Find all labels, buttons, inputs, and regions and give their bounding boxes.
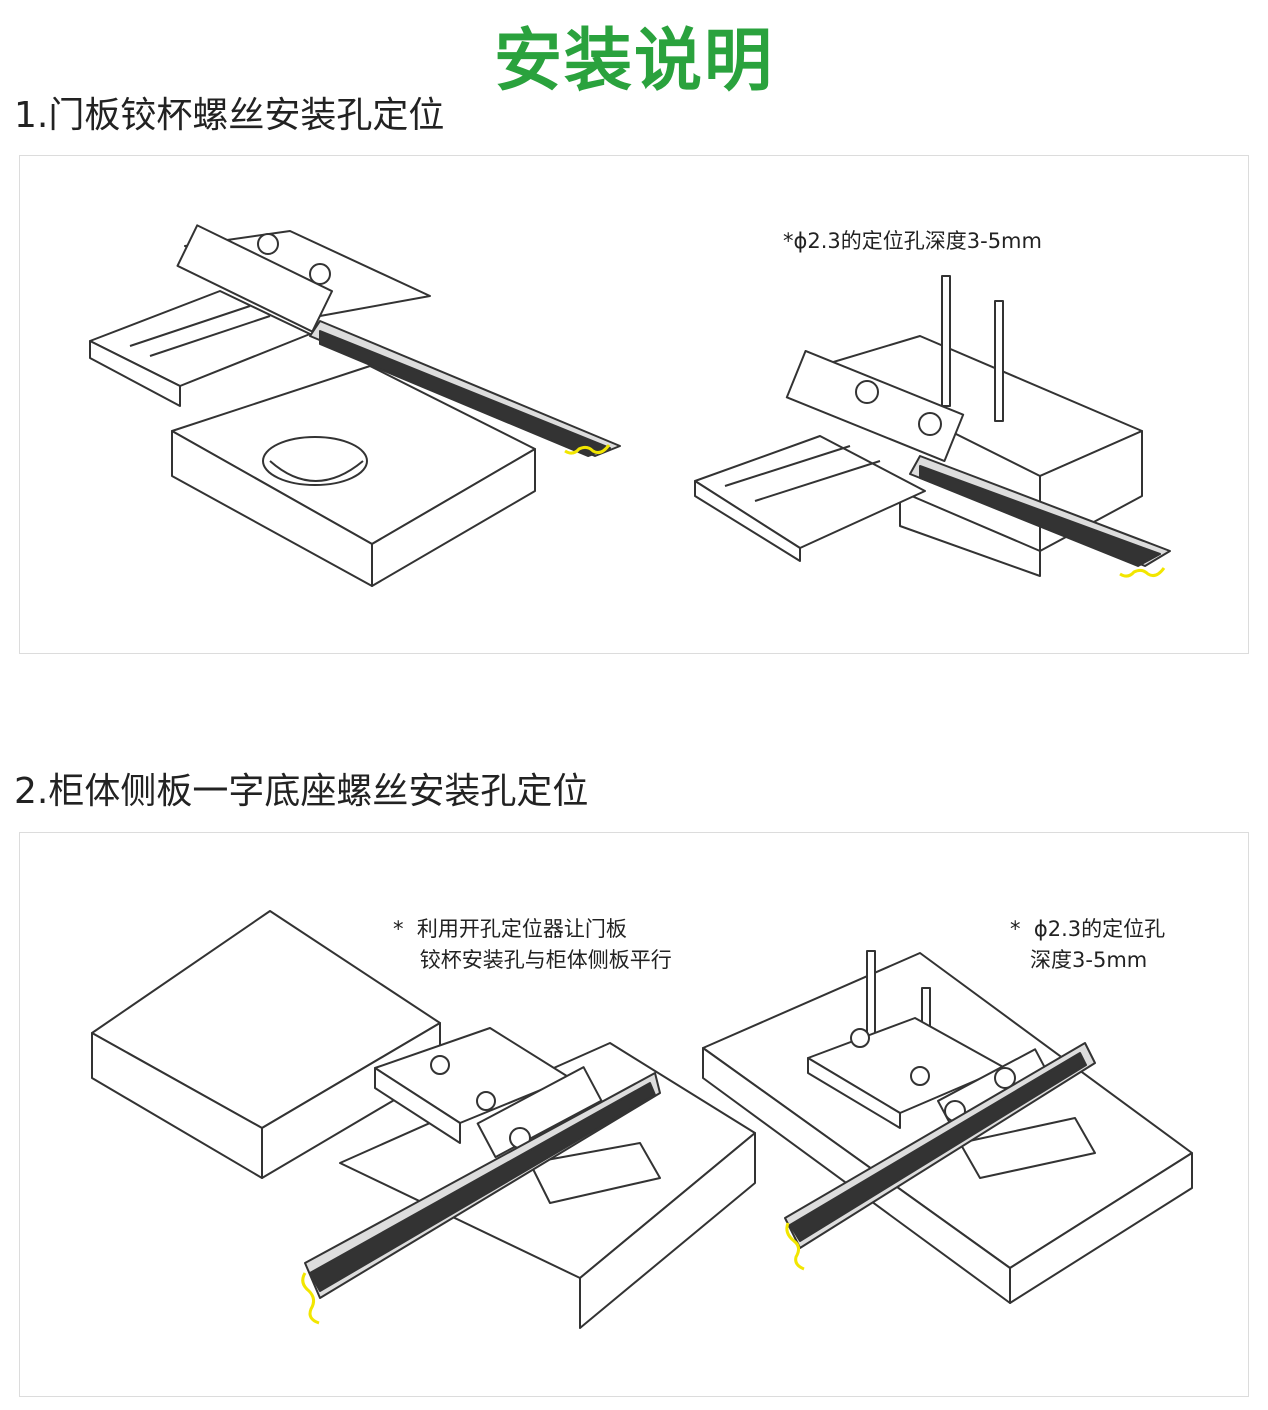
note-hole-depth-2b: 深度3-5mm (1010, 948, 1148, 972)
ruler-right (909, 455, 1171, 567)
note-hole-depth-1: *ϕ2.3的定位孔深度3-5mm (783, 229, 1042, 253)
ruler-right-2 (784, 1042, 1096, 1249)
page-title: 安装说明 (493, 22, 774, 101)
step-1-heading: 1.门板铰杯螺丝安装孔定位 (14, 95, 445, 136)
step-2-heading: 2.柜体侧板一字底座螺丝安装孔定位 (14, 771, 589, 812)
ruler-left-2 (304, 1072, 661, 1299)
drill-bit-icon (941, 275, 1004, 422)
jig-plate-right (694, 349, 965, 562)
jig-plate-left (89, 224, 431, 407)
jig-right (807, 1017, 1096, 1179)
jig-left (374, 1027, 661, 1204)
illustration-step-1 (89, 224, 1171, 587)
panel-step-1: *ϕ2.3的定位孔深度3-5mm (19, 155, 1249, 654)
note-parallel-line-2: 铰杯安装孔与柜体侧板平行 (393, 948, 672, 972)
door-panel-block (171, 365, 536, 587)
illustration-step-2 (91, 910, 1193, 1329)
door-panel-left (91, 910, 441, 1179)
panel-step-2: * 利用开孔定位器让门板 铰杯安装孔与柜体侧板平行 * ϕ2.3的定位孔 深度3… (19, 832, 1249, 1397)
note-hole-depth-2a: * ϕ2.3的定位孔 (1010, 917, 1166, 941)
note-parallel-line-1: * 利用开孔定位器让门板 (393, 917, 627, 941)
ruler-left (309, 320, 621, 457)
